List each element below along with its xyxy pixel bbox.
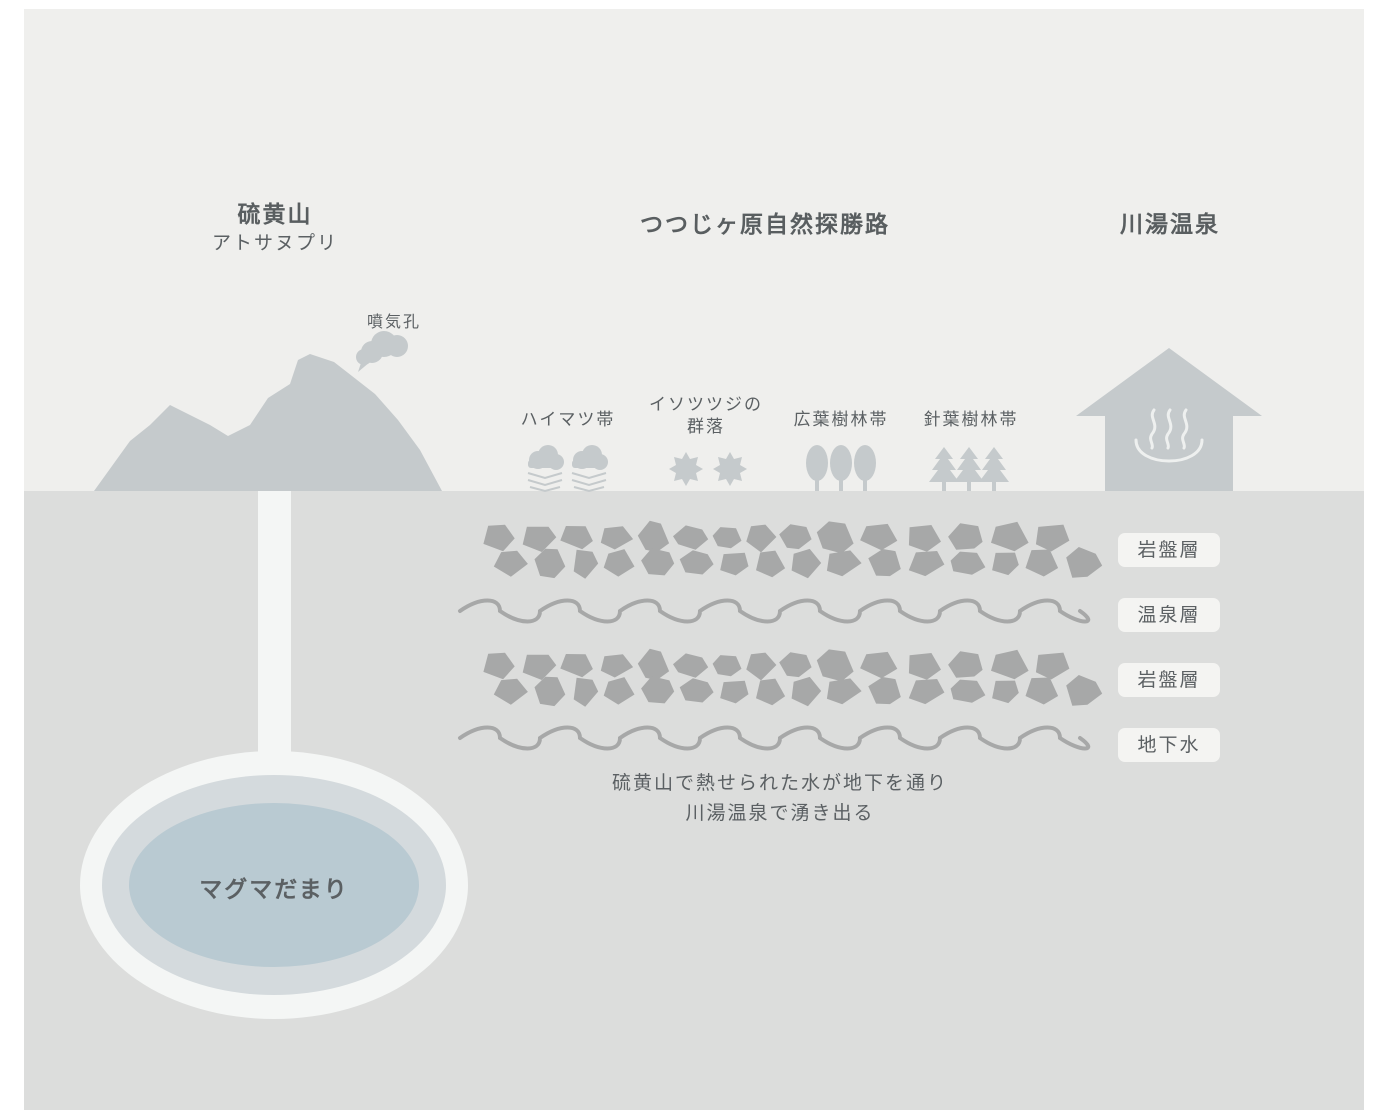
rock-stone: [1025, 677, 1059, 705]
rock-stone: [720, 552, 749, 576]
fumarole-label: 噴気孔: [366, 312, 421, 331]
rock-stone: [868, 677, 901, 705]
magma-chamber-label: マグマだまり: [199, 877, 349, 903]
rock-stone: [756, 550, 786, 578]
rock-stone: [908, 525, 941, 552]
rock-stone: [600, 654, 634, 678]
rock-stone: [1035, 652, 1070, 680]
rock-stone: [560, 526, 593, 550]
bedrock-layer-lower: [483, 648, 1103, 707]
rock-stone: [816, 521, 854, 554]
caption-line-1: 硫黄山で熱せられた水が地下を通り: [611, 772, 948, 794]
azalea-flower-icon: [669, 452, 747, 486]
rock-stone: [991, 649, 1029, 680]
volcano-mountain: [94, 354, 442, 491]
rock-stone: [573, 677, 599, 707]
rock-stone: [908, 679, 945, 705]
rock-stone: [948, 651, 983, 678]
rock-stone: [493, 678, 528, 705]
volcano-title: 硫黄山: [237, 202, 313, 228]
rock-stone: [791, 548, 822, 579]
rock-stone: [860, 523, 898, 551]
rock-stone: [950, 679, 986, 703]
rock-stone: [756, 678, 786, 706]
trail-title: つつじヶ原自然探勝路: [640, 212, 890, 238]
volcano-ainu-name: アトサヌプリ: [211, 232, 338, 254]
conifer-tree-icon: [929, 447, 1009, 491]
rock-stone: [950, 551, 986, 575]
rock-stone: [868, 549, 901, 577]
rock-stone: [603, 677, 635, 705]
rock-stone: [1035, 524, 1070, 552]
rock-stone: [534, 676, 566, 707]
rock-stone: [637, 520, 670, 553]
rock-stone: [679, 678, 714, 703]
rock-stone: [493, 550, 528, 577]
rock-stone: [600, 526, 634, 550]
rock-stone: [991, 521, 1029, 552]
rock-stone: [679, 550, 714, 575]
rock-stone: [534, 548, 566, 579]
rock-stone: [1066, 675, 1103, 706]
rock-stone: [483, 524, 515, 552]
vegetation-label-haimatsu: ハイマツ帯: [520, 410, 616, 430]
rock-stone: [816, 649, 854, 682]
bedrock-layer-upper: [483, 520, 1103, 579]
rock-stone: [746, 524, 777, 553]
rock-stone: [522, 654, 557, 680]
rock-stone: [908, 653, 941, 680]
layer-badge-bedrock-1: 岩盤層: [1118, 533, 1220, 567]
rock-stone: [948, 523, 983, 550]
rock-stone: [746, 652, 777, 681]
rock-stone: [603, 549, 635, 577]
rock-stone: [791, 676, 822, 707]
rock-stone: [992, 680, 1019, 704]
rock-stone: [522, 526, 557, 552]
rock-stone: [826, 678, 862, 705]
rock-stone: [712, 655, 742, 677]
rock-stone: [1066, 547, 1103, 578]
rock-stone: [560, 654, 593, 678]
vegetation-label-azalea: イソツツジの群落: [649, 395, 763, 437]
caption-line-2: 川湯温泉で湧き出る: [685, 802, 875, 824]
layer-badge-bedrock-2: 岩盤層: [1118, 663, 1220, 697]
steam-cloud-icon: [356, 331, 408, 372]
rock-stone: [483, 652, 515, 680]
rock-stone: [637, 648, 670, 681]
layer-badge-hot-spring: 温泉層: [1118, 598, 1220, 632]
hot-spring-layer-wave: [458, 598, 1091, 624]
layer-badge-groundwater: 地下水: [1118, 728, 1220, 762]
rock-stone: [1025, 549, 1059, 577]
broadleaf-tree-icon: [806, 445, 876, 491]
rock-stone: [673, 653, 709, 678]
hot-spring-icon: [1134, 408, 1204, 463]
rock-stone: [826, 550, 862, 577]
magma-conduit: [258, 491, 291, 766]
rock-stone: [720, 680, 749, 704]
vegetation-label-conifer: 針葉樹林帯: [923, 410, 1019, 430]
rock-stone: [908, 551, 945, 577]
rock-stone: [779, 652, 812, 678]
magma-chamber-core: [129, 803, 419, 967]
rock-stone: [992, 552, 1019, 576]
rock-stone: [641, 548, 675, 576]
vegetation-label-broadleaf: 広葉樹林帯: [793, 410, 889, 430]
rock-stone: [779, 524, 812, 550]
onsen-title: 川湯温泉: [1120, 212, 1220, 238]
rock-stone: [673, 525, 709, 550]
groundwater-wave: [458, 725, 1091, 751]
rock-stone: [641, 676, 675, 704]
rock-stone: [712, 527, 742, 549]
dwarf-pine-icon: [527, 445, 608, 493]
rock-stone: [573, 549, 599, 579]
rock-stone: [860, 651, 898, 679]
